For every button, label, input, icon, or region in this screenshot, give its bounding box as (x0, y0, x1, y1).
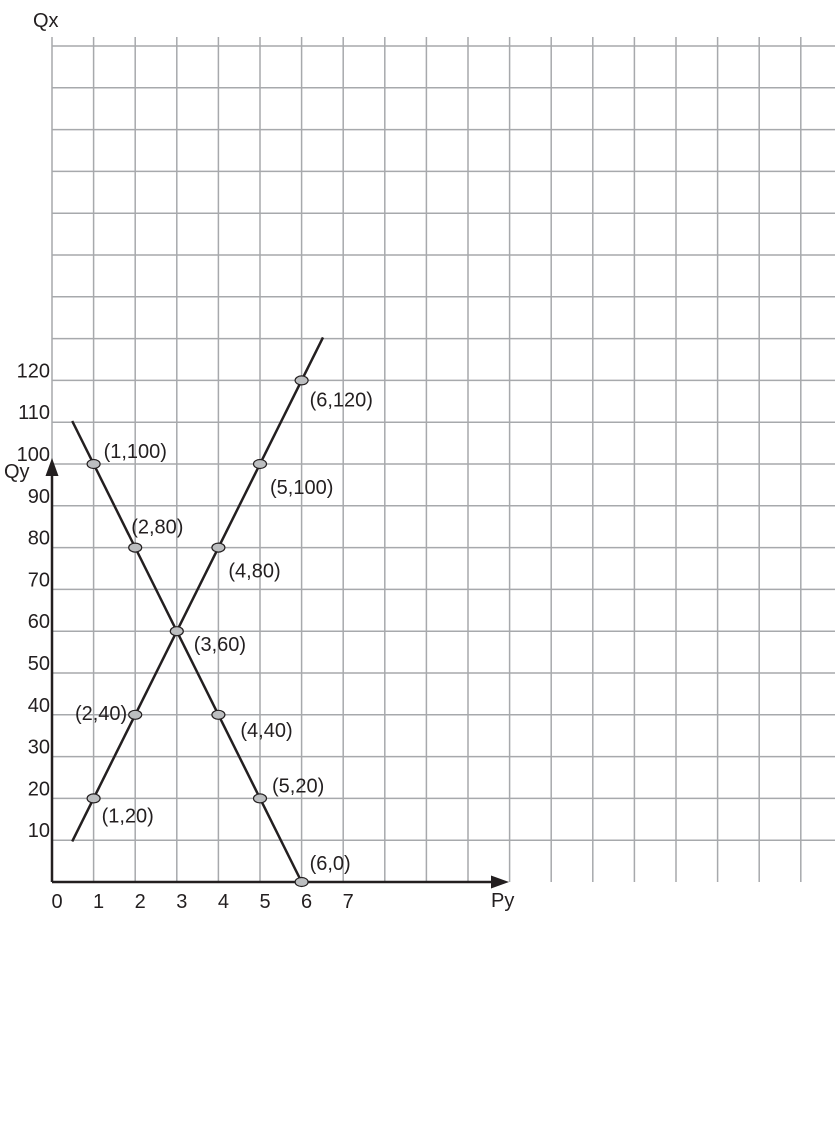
data-point (294, 375, 309, 386)
data-label: (1,20) (102, 805, 154, 827)
data-label: (2,80) (131, 517, 183, 539)
data-point (86, 793, 101, 804)
data-label: (4,40) (240, 720, 292, 742)
data-label: (2,40) (75, 703, 127, 725)
y-tick-label: 60 (28, 611, 50, 633)
data-point (252, 458, 268, 470)
y-tick-label: 30 (28, 737, 50, 759)
data-label: (3,60) (194, 634, 246, 656)
data-label: (5,100) (270, 477, 333, 499)
grid (51, 37, 835, 882)
data-label: (4,80) (228, 561, 280, 583)
data-point (294, 876, 309, 888)
data-label: (1,100) (104, 441, 167, 463)
axes: Qx Qy Py (4, 10, 514, 912)
x-tick-label: 2 (135, 891, 146, 913)
y-tick-label: 20 (28, 778, 50, 800)
y-tick-label: 50 (28, 653, 50, 675)
x-tick-label: 3 (176, 891, 187, 913)
series-line-2 (71, 336, 325, 842)
y-axis-arrow (45, 458, 59, 476)
axis-label-top: Qx (33, 10, 59, 32)
data-point (128, 542, 143, 553)
y-tick-label: 70 (28, 569, 50, 591)
y-tick-label: 40 (28, 695, 50, 717)
ticks: 0 1 2 3 4 5 6 7 10 20 30 40 50 60 70 80 90 100 110 120 (17, 360, 354, 913)
x-tick-label: 0 (51, 891, 62, 913)
axis-label-x: Py (491, 890, 514, 912)
data-point (211, 542, 226, 553)
x-axis-arrow (491, 875, 509, 889)
y-tick-label: 100 (17, 444, 50, 466)
y-tick-label: 80 (28, 528, 50, 550)
data-label: (6,120) (310, 389, 373, 411)
y-tick-label: 110 (18, 402, 50, 424)
series-line-1 (71, 420, 303, 883)
data-point (211, 709, 226, 720)
y-tick-label: 120 (17, 360, 50, 382)
axis-label-y: Qy (4, 461, 30, 483)
y-tick-label: 10 (28, 820, 50, 842)
x-tick-label: 1 (93, 891, 104, 913)
data-label: (6,0) (310, 853, 351, 875)
x-tick-label: 7 (343, 891, 354, 913)
x-tick-label: 4 (218, 891, 229, 913)
data-point (86, 458, 101, 470)
data-point (252, 793, 268, 804)
point-labels: (1,100) (2,80) (3,60) (4,40) (5,20) (6,0) (1,2… (75, 389, 373, 875)
points-group (86, 375, 309, 888)
series-group (71, 336, 325, 883)
data-point (169, 626, 184, 637)
data-point (128, 709, 143, 720)
x-tick-label: 5 (259, 891, 270, 913)
y-tick-label: 90 (28, 486, 50, 508)
x-tick-label: 6 (301, 891, 312, 913)
data-label: (5,20) (272, 775, 324, 797)
